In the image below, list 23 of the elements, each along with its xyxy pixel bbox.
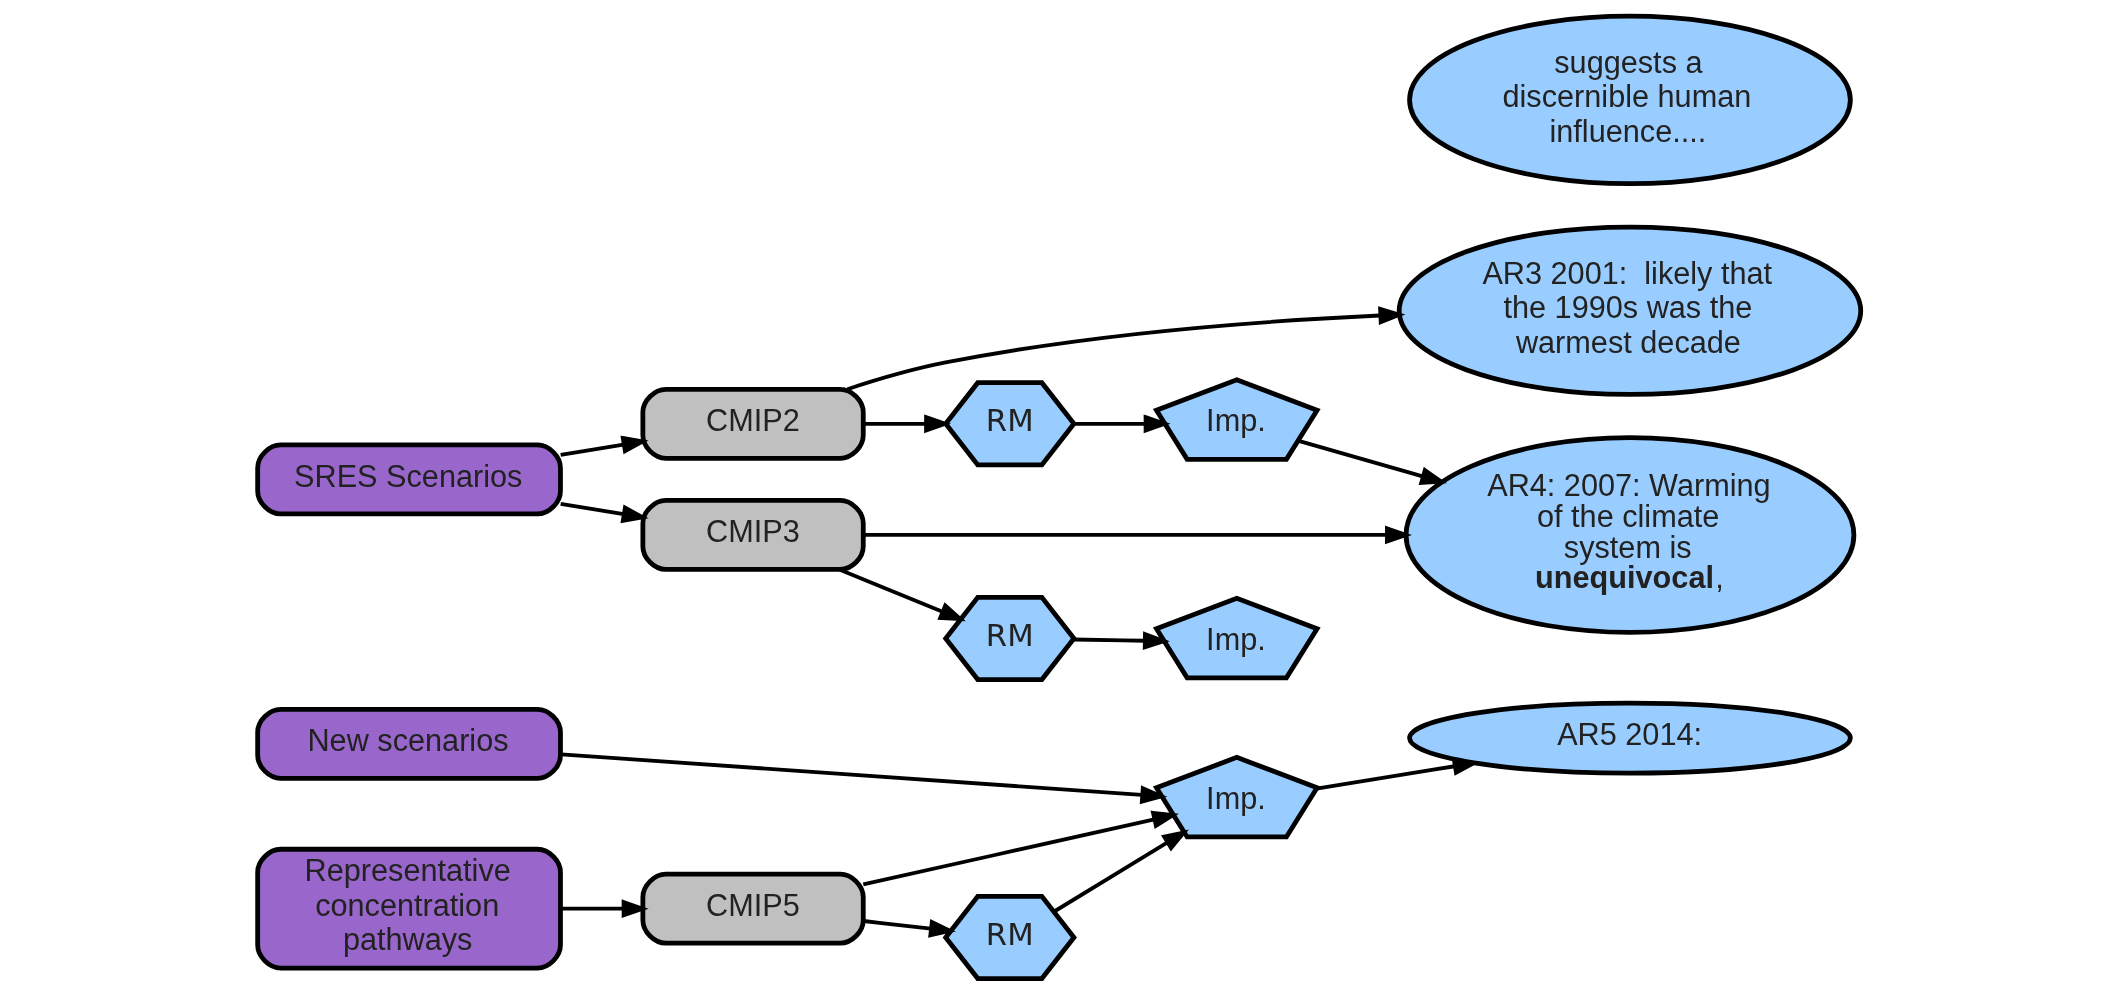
arrow — [863, 414, 951, 434]
node-box: New scenarios — [255, 706, 563, 781]
arrow — [560, 435, 649, 457]
arrow — [1053, 829, 1189, 914]
arrow — [1073, 631, 1170, 651]
arrow — [862, 810, 1179, 887]
arrow — [863, 919, 956, 938]
node-box: CMIP5 — [640, 871, 866, 946]
node-box: CMIP2 — [640, 386, 866, 461]
node-ellipse: AR4: 2007: Warming of the climate system is unequivocal, — [1403, 435, 1857, 635]
arrow — [1074, 414, 1171, 434]
arrow — [560, 501, 649, 524]
node-box: Representative concentration pathways — [255, 846, 563, 971]
arrow — [561, 752, 1168, 805]
node-box: SRES Scenarios — [255, 442, 563, 517]
arrow — [839, 567, 966, 622]
arrow — [560, 899, 649, 919]
node-ellipse: AR3 2001: likely that the 1990s was the warmest decade — [1396, 224, 1864, 397]
node-ellipse: suggests a discernible human influence.... — [1407, 13, 1853, 187]
node-box: CMIP3 — [640, 498, 866, 572]
arrow — [1298, 439, 1448, 485]
arrow — [846, 306, 1406, 392]
arrow — [863, 525, 1412, 545]
